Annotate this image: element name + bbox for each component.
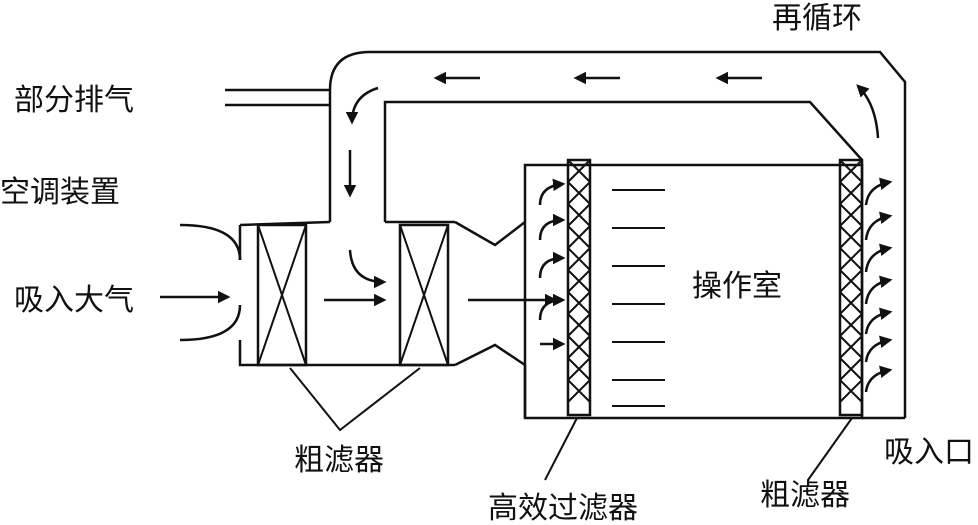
- partial-exhaust-duct: [225, 88, 330, 107]
- right-coarse-filter: [838, 158, 864, 417]
- coarse-filter-2: [398, 223, 450, 367]
- hepa-filter: [566, 158, 592, 417]
- partial-exhaust-label: 部分排气: [14, 83, 134, 118]
- air-handling-unit: [179, 220, 526, 367]
- coarse-filter-left-label: 粗滤器: [294, 443, 384, 478]
- right-coarse-filter-leader: [807, 417, 853, 481]
- laminar-flow-lines: [612, 189, 665, 407]
- operating-room-label: 操作室: [692, 269, 782, 304]
- coarse-filter-1: [256, 223, 308, 367]
- air-conditioning-unit-label: 空调装置: [0, 175, 120, 210]
- flow-arrows: [160, 71, 893, 393]
- operating-room: [523, 163, 905, 420]
- outside-air-intake-label: 吸入大气: [14, 283, 134, 318]
- recirculation-label: 再循环: [772, 1, 862, 36]
- recirculation-duct: [328, 50, 907, 418]
- coarse-filter-right-label: 粗滤器: [760, 478, 850, 513]
- suction-inlet-label: 吸入口: [884, 435, 974, 470]
- hepa-filter-label: 高效过滤器: [488, 491, 638, 525]
- hepa-filter-leader: [544, 417, 578, 481]
- coarse-filter-leader: [289, 367, 421, 432]
